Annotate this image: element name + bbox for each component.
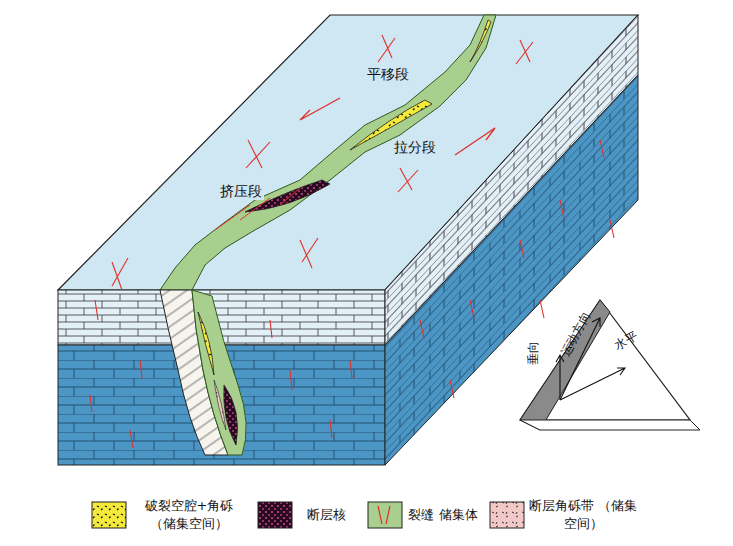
map-label: 挤压段	[218, 183, 264, 200]
map-label: 拉分段	[392, 139, 438, 156]
map-label: 平移段	[365, 66, 411, 83]
map-label: 垂向	[526, 341, 540, 365]
legend-text: 裂缝 储集体	[406, 506, 480, 524]
legend-text: 断层核	[296, 506, 356, 524]
legend-text: 破裂空腔+角砾 （储集空间）	[130, 497, 248, 532]
legend-text: 断层角砾带 （储集空间）	[528, 497, 638, 532]
